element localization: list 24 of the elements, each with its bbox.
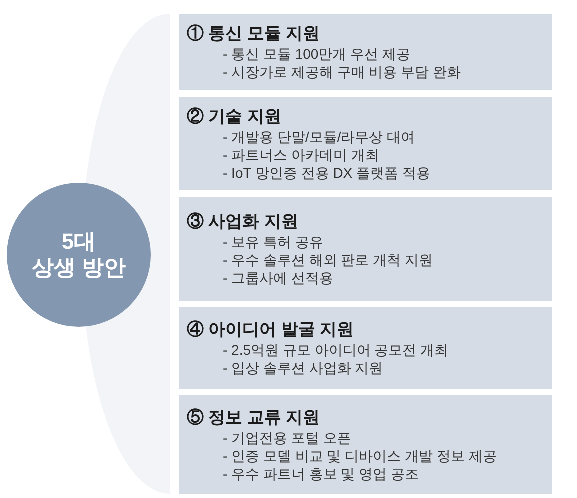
section-panel <box>179 197 552 301</box>
bullet-text: - 통신 모듈 100만개 우선 제공 <box>223 45 410 63</box>
bullet-text: - 2.5억원 규모 아이디어 공모전 개최 <box>223 341 449 359</box>
bullet-text: - 인증 모델 비교 및 디바이스 개발 정보 제공 <box>223 446 497 464</box>
bullet-text: - 개발용 단말/모듈/라무상 대여 <box>223 128 416 146</box>
section-heading: ④ 아이디어 발굴 지원 <box>187 319 354 341</box>
bullet-text: - 그룹사에 선적용 <box>223 269 334 287</box>
section-panel <box>179 14 552 90</box>
bullet-text: - 시장가로 제공해 구매 비용 부담 완화 <box>223 63 461 81</box>
bullet-text: - 파트너스 아카데미 개최 <box>223 146 380 164</box>
section-panel <box>179 97 552 190</box>
bullet-text: - 우수 파트너 홍보 및 영업 공조 <box>223 464 419 482</box>
bullet-text: - 기업전용 포털 오픈 <box>223 428 352 446</box>
bullet-text: - IoT 망인증 전용 DX 플랫폼 적용 <box>223 164 430 182</box>
bullet-text: - 우수 솔루션 해외 판로 개척 지원 <box>223 251 433 269</box>
circle-label: 5대 상생 방안 <box>32 229 126 281</box>
section-panel <box>179 395 552 494</box>
section-heading: ① 통신 모듈 지원 <box>187 23 320 45</box>
section-panel <box>179 307 552 389</box>
bullet-text: - 입상 솔루션 사업화 지원 <box>223 359 384 377</box>
section-heading: ⑤ 정보 교류 지원 <box>187 406 320 428</box>
section-heading: ③ 사업화 지원 <box>187 211 298 233</box>
section-heading: ② 기술 지원 <box>187 106 282 128</box>
bullet-text: - 보유 특허 공유 <box>223 233 324 251</box>
